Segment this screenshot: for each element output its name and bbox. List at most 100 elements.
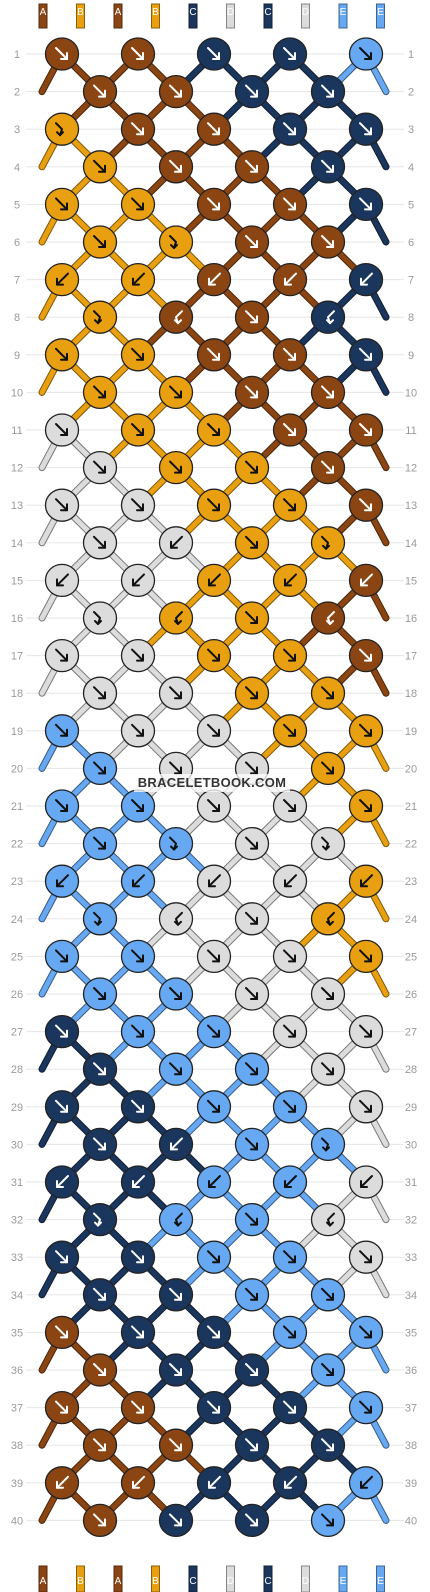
knot [348,488,384,522]
row-number-right: 32 [405,1215,417,1227]
knot-arrow-icon [98,390,106,399]
row-number-right: 1 [408,49,414,61]
knot-arrow-icon [136,1029,144,1038]
knot-arrow-icon [283,949,296,963]
knot [120,1165,156,1199]
knot-arrow-icon [60,52,68,60]
top-string-letter: E [340,7,347,18]
knot-arrow-icon [132,1480,140,1489]
knot-arrow-icon [93,1438,106,1452]
row-number-right: 30 [405,1139,417,1151]
knot [234,74,270,109]
top-string-tab [151,3,160,29]
knot [310,601,346,635]
knot-arrow-icon [288,428,296,436]
knot-arrow-icon [98,465,106,474]
knot [310,977,346,1011]
knot-arrow-icon [283,648,296,662]
knot [196,1390,232,1425]
knot [120,638,156,673]
row-number-left: 13 [11,500,23,512]
row-number-right: 25 [405,951,417,963]
knot-arrow-icon [288,352,296,361]
knot [82,150,118,184]
knot-arrow-icon [288,127,296,136]
knot-arrow-icon [136,954,144,963]
knot-arrow-icon [212,653,220,662]
knot-arrow-icon [93,1363,106,1376]
knot-arrow-icon [326,1292,334,1301]
knot-arrow-icon [208,1475,221,1489]
knot-arrow-icon [250,841,258,850]
knot-arrow-icon [55,799,68,812]
top-string-letter: B [77,7,84,18]
knot-arrow-icon [250,1067,258,1076]
knot [348,638,384,673]
knot-arrow-icon [169,460,182,474]
knot-arrow-icon [55,1099,68,1113]
knot-arrow-icon [208,1175,221,1188]
knot-arrow-icon [131,47,144,60]
knot-arrow-icon [250,89,258,98]
knot-arrow-icon [321,235,334,248]
knot-arrow-icon [55,1024,68,1038]
knot-arrow-icon [208,272,221,286]
knot-arrow-icon [60,1255,68,1264]
knot [272,939,308,974]
top-string-tab [38,3,48,29]
knot-arrow-icon [60,503,68,512]
knot [196,1315,232,1350]
top-string-letter: A [40,7,47,18]
knot [196,1014,232,1049]
knot [272,1240,308,1274]
knot-arrow-icon [174,920,182,926]
knot-arrow-icon [207,1250,220,1264]
knot [44,488,80,522]
knot [196,488,232,522]
knot-arrow-icon [98,766,106,775]
knot [196,864,232,898]
knot-arrow-icon [93,535,106,549]
knot-arrow-icon [207,723,220,737]
knot [82,751,118,786]
knot [234,902,270,936]
knot-arrow-icon [170,1137,183,1151]
knot [310,74,346,109]
row-number-right: 18 [405,688,417,700]
bottom-string-letter: D [227,1576,234,1587]
knot-arrow-icon [208,874,221,888]
knot-arrow-icon [288,202,296,211]
knot [234,1278,270,1312]
knot-arrow-icon [288,503,296,512]
knot [158,1127,194,1162]
knot [44,338,80,372]
row-number-right: 13 [405,500,417,512]
knot-arrow-icon [250,766,258,775]
knot [234,1127,270,1162]
row-number-right: 10 [405,387,417,399]
knot [234,1202,270,1237]
knot [272,563,308,598]
knot-arrow-icon [245,1062,258,1076]
knot-arrow-icon [283,1024,296,1038]
knot-arrow-icon [132,1475,145,1489]
knot-arrow-icon [212,1405,220,1414]
knot-arrow-icon [245,1212,258,1226]
knot-arrow-icon [321,686,334,700]
knot [44,262,80,297]
row-number-left: 14 [11,538,23,550]
knot-arrow-icon [364,954,372,963]
knot-arrow-icon [60,1104,68,1113]
knot [158,1052,194,1086]
knot-arrow-icon [250,240,258,248]
row-number-left: 18 [11,688,23,700]
knot [158,450,194,485]
knot [158,1503,194,1538]
knot-arrow-icon [98,240,106,248]
knot [310,1127,346,1162]
knot [120,187,156,222]
knot-arrow-icon [174,620,182,625]
knot-arrow-icon [56,874,69,888]
knot [158,601,194,635]
knot [310,1278,346,1312]
